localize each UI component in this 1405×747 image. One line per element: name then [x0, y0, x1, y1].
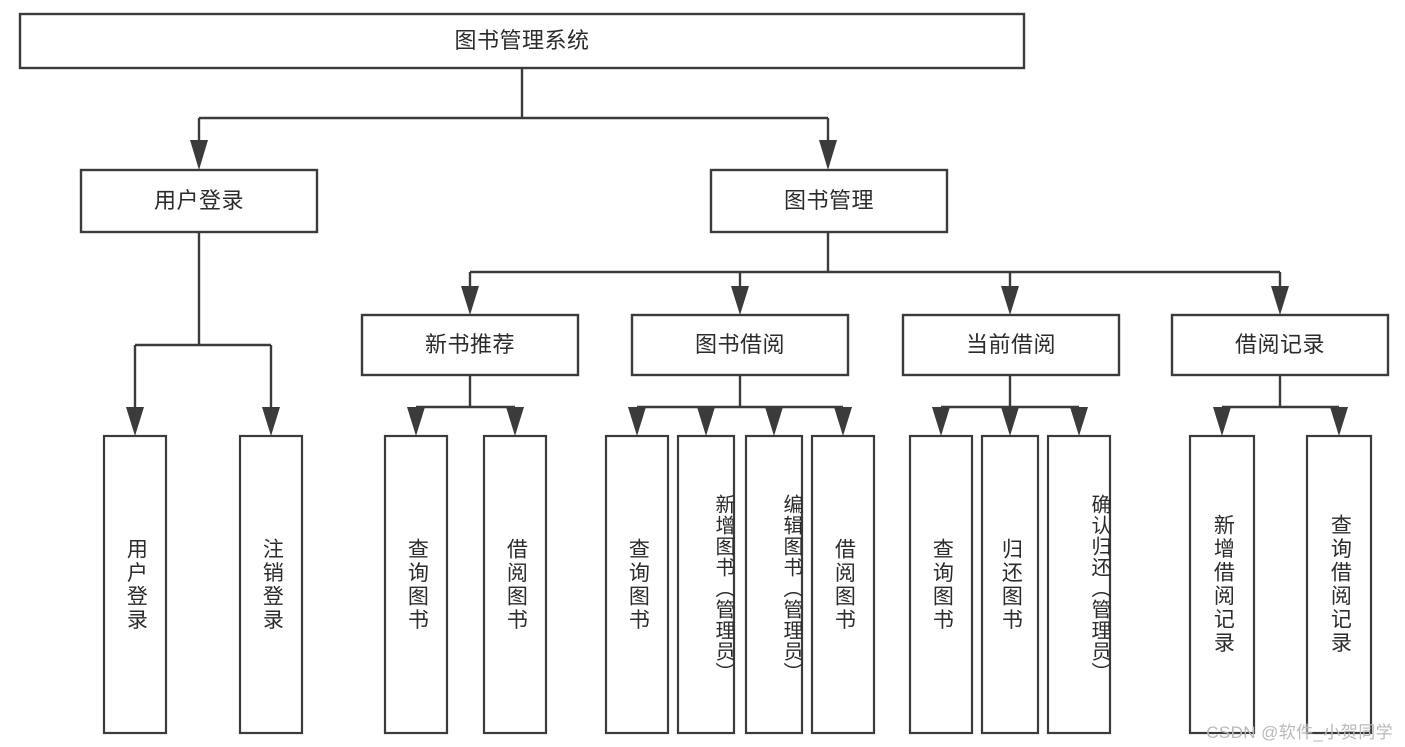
- connector-currentborrow-to-leaves: [932, 375, 1088, 436]
- node-box-root[interactable]: [18, 12, 1026, 70]
- node-box-leaf-book-borrow-3[interactable]: [810, 434, 876, 735]
- node-box-leaf-borrow-record-0[interactable]: [1188, 434, 1256, 735]
- node-box-book-borrow[interactable]: [630, 313, 850, 377]
- node-box-leaf-current-borrow-0[interactable]: [908, 434, 974, 735]
- connector-bookmgmt-to-level3: [461, 232, 1289, 315]
- node-box-leaf-new-book-0[interactable]: [383, 434, 449, 735]
- node-box-leaf-book-borrow-0[interactable]: [604, 434, 670, 735]
- node-box-current-borrow[interactable]: [901, 313, 1121, 377]
- connector-newbook-to-leaves: [407, 375, 524, 436]
- node-box-new-book-recommend[interactable]: [360, 313, 580, 377]
- node-box-user-login[interactable]: [79, 168, 319, 234]
- node-box-borrow-record[interactable]: [1170, 313, 1390, 377]
- connector-bookborrow-to-leaves: [628, 375, 852, 436]
- node-box-leaf-book-borrow-1[interactable]: [676, 434, 736, 735]
- node-box-leaf-borrow-record-1[interactable]: [1305, 434, 1373, 735]
- connector-userlogin-to-leaves: [126, 232, 280, 436]
- node-box-leaf-user-login-1[interactable]: [238, 434, 304, 735]
- node-box-leaf-book-borrow-2[interactable]: [744, 434, 804, 735]
- node-box-leaf-user-login-0[interactable]: [102, 434, 168, 735]
- node-box-book-management[interactable]: [709, 168, 949, 234]
- node-box-leaf-current-borrow-1[interactable]: [980, 434, 1040, 735]
- connector-borrowrecord-to-leaves: [1213, 375, 1348, 436]
- node-box-leaf-new-book-1[interactable]: [482, 434, 548, 735]
- connector-root-to-level2: [190, 68, 837, 170]
- node-box-leaf-current-borrow-2[interactable]: [1046, 434, 1112, 735]
